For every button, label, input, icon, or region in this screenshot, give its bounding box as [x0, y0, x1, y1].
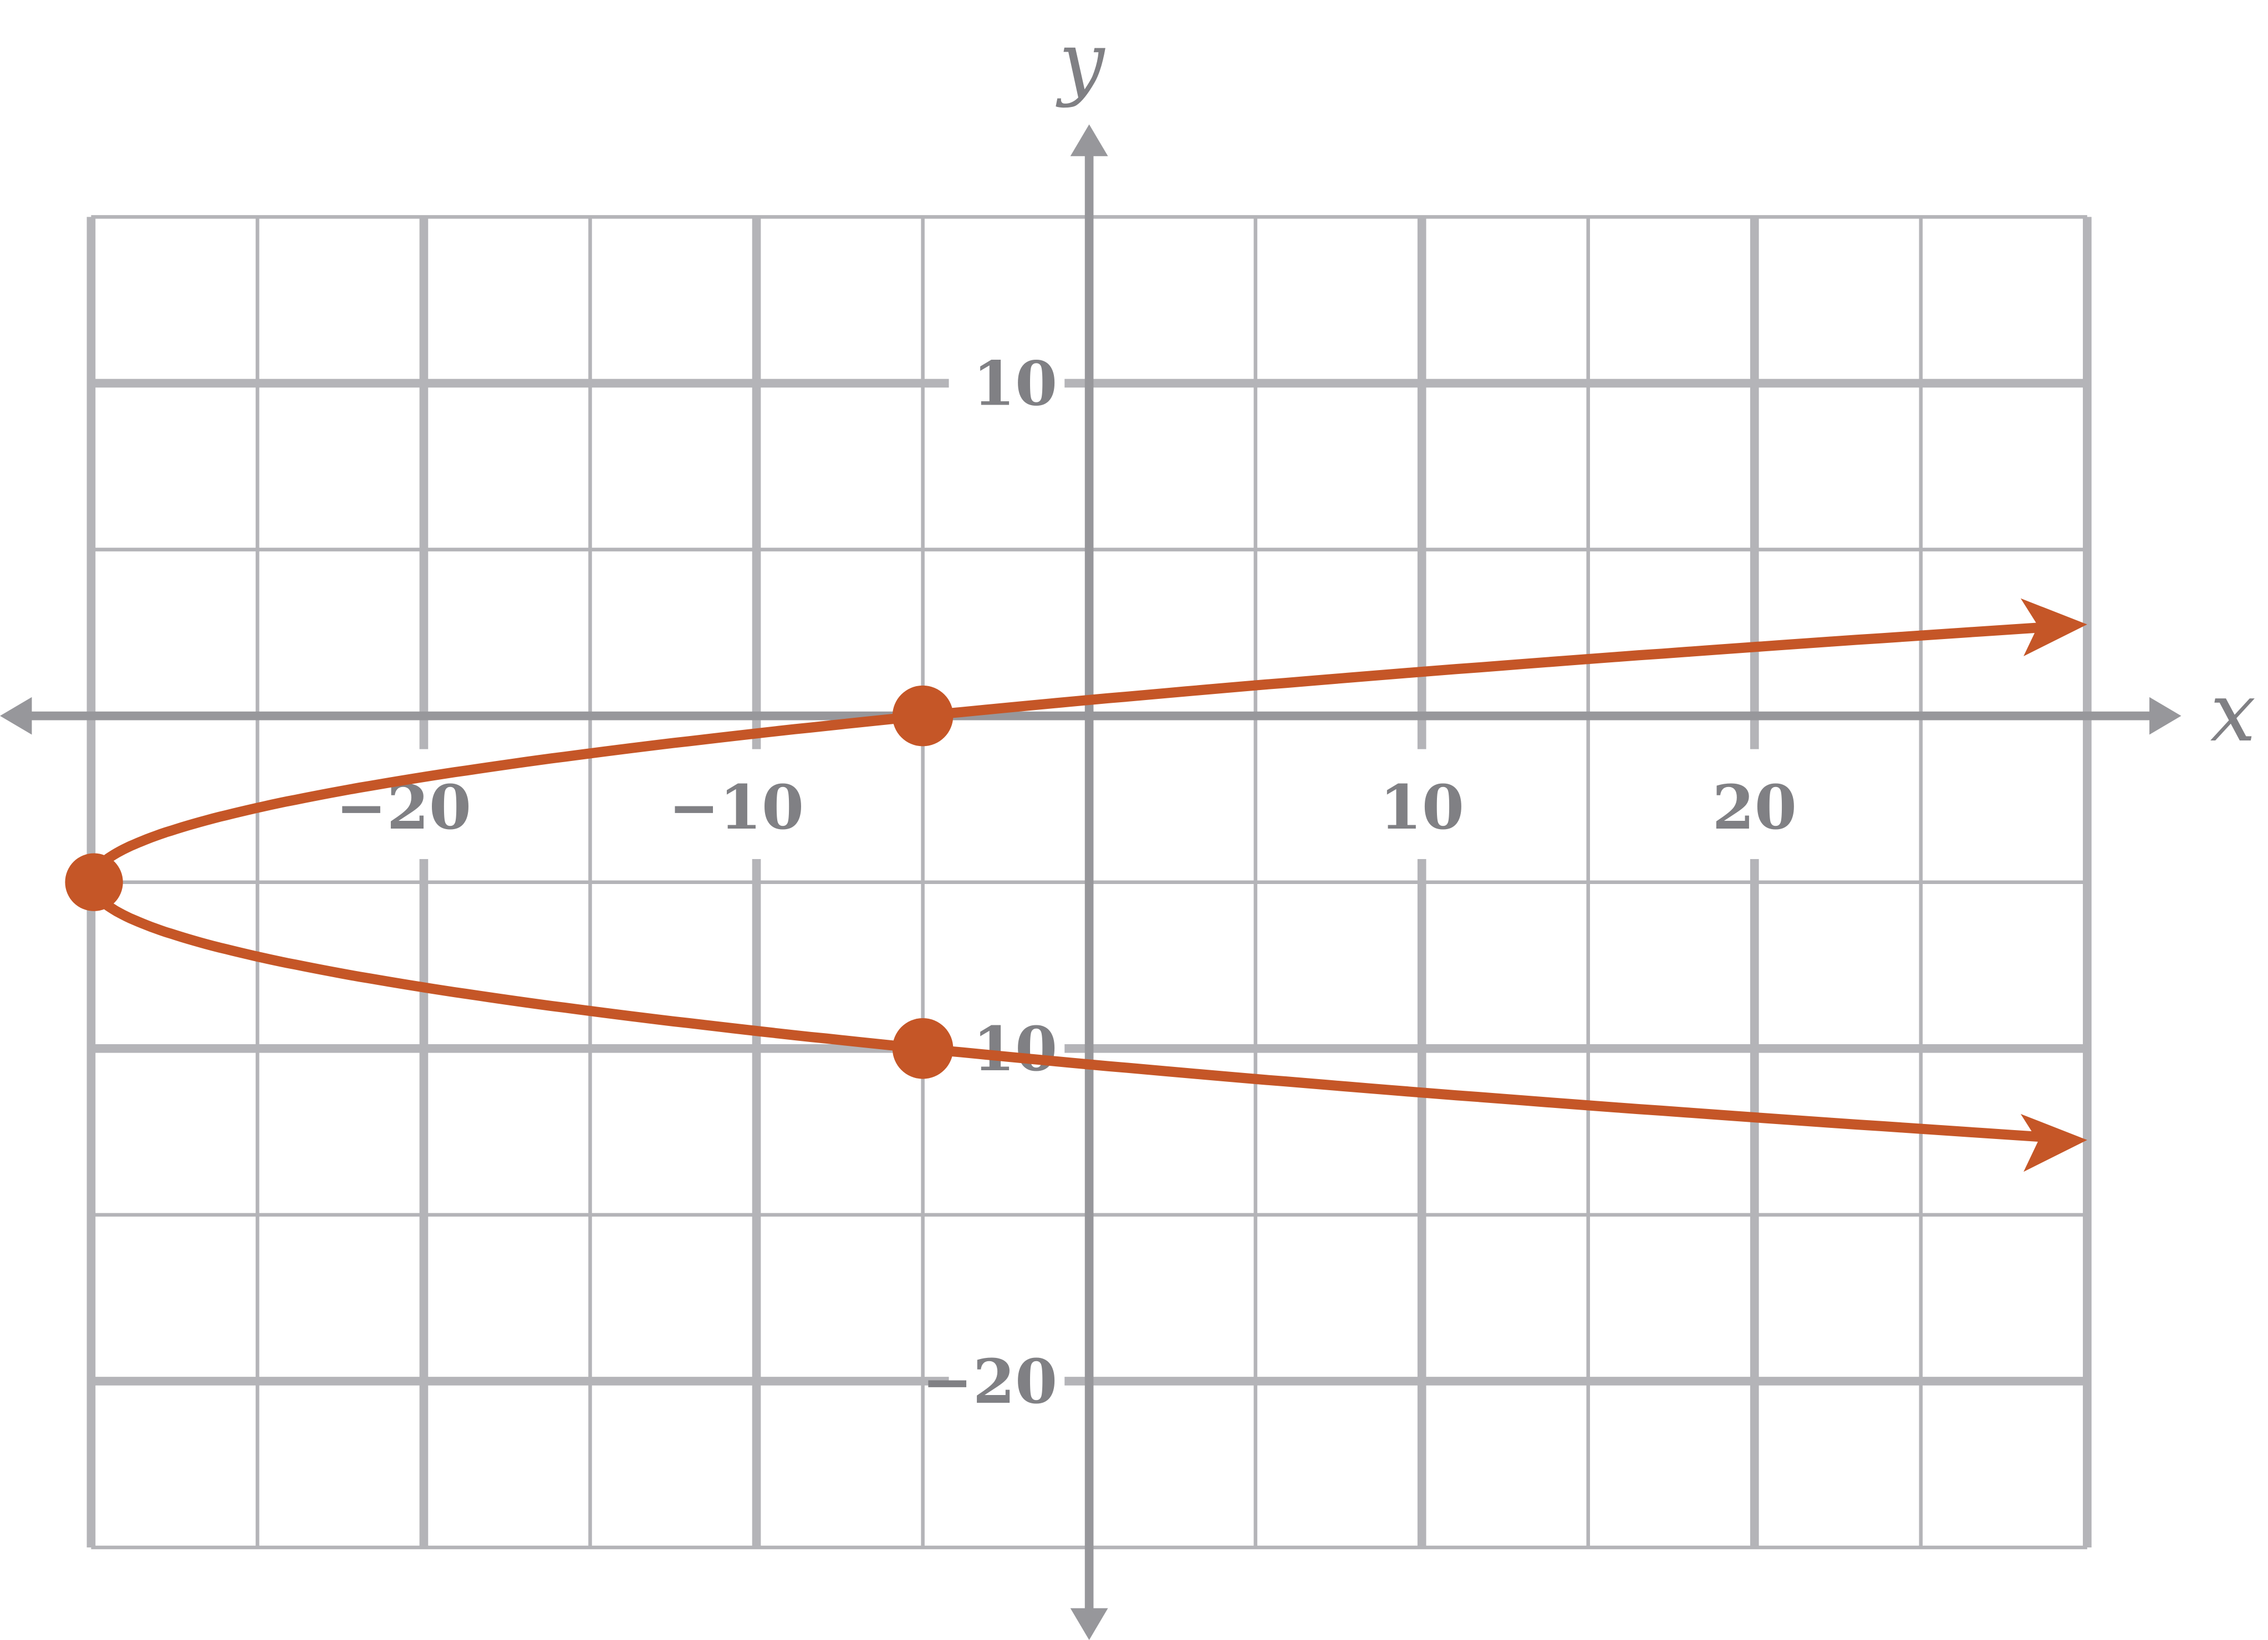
x-axis-arrow-left	[0, 697, 32, 735]
tick-label-bg	[1364, 749, 1480, 859]
y-axis-arrow-down	[1070, 1608, 1108, 1640]
y-tick-label: −20	[922, 1346, 1057, 1417]
x-tick-label: 20	[1713, 772, 1797, 843]
y-tick-label: 10	[973, 348, 1057, 420]
tick-label-bg	[699, 749, 814, 859]
y-axis-label: y	[1056, 15, 1106, 109]
axes	[0, 124, 2182, 1640]
data-point	[892, 685, 954, 747]
data-point	[65, 853, 123, 911]
data-point	[892, 1018, 954, 1079]
x-axis-label: x	[2210, 666, 2256, 760]
x-tick-label: 10	[1379, 772, 1464, 843]
tick-label-bg	[949, 340, 1065, 427]
curve	[65, 598, 2087, 1172]
x-axis-arrow-right	[2149, 697, 2182, 735]
tick-label-bg	[1696, 749, 1813, 859]
curve-arrowhead	[2020, 1113, 2087, 1172]
curve-arrowhead	[2020, 598, 2087, 656]
tick-label-bg	[949, 1337, 1065, 1425]
x-tick-label: −10	[669, 772, 804, 843]
y-axis-arrow-up	[1070, 124, 1108, 156]
